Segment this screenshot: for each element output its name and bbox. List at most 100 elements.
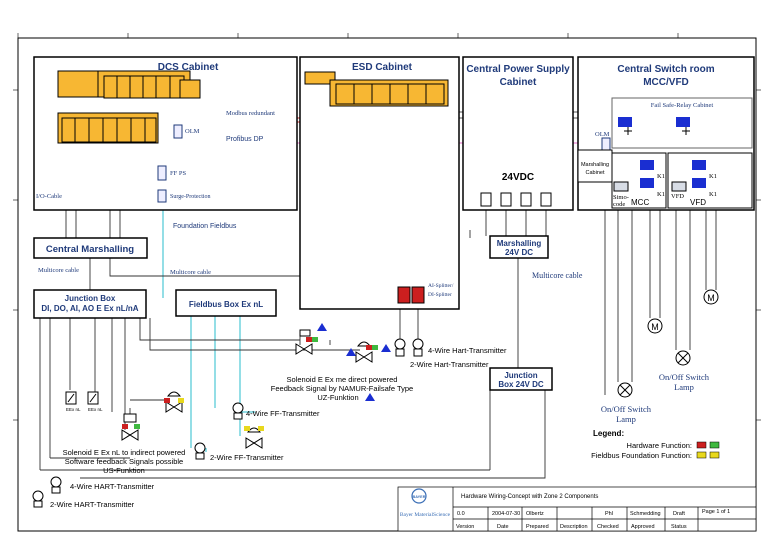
- legend-ff-yellow-1: [696, 451, 707, 459]
- k1-label-d: K1: [709, 191, 717, 198]
- solenoid-direct-label-1: Solenoid E Ex me direct powered: [287, 375, 398, 384]
- solenoid-valve-direct: [346, 341, 391, 363]
- vfd-label-2: VFD: [690, 198, 706, 207]
- hart-2wire-right: [394, 338, 406, 357]
- tb-h-approved: Approved: [631, 524, 655, 530]
- io-cable-label: I/O-Cable: [36, 193, 62, 200]
- central-marshalling-box: [33, 237, 148, 259]
- dcs-io-rack-top: [57, 70, 201, 99]
- simocode-label-2: code: [613, 201, 625, 208]
- legend-hardware-green: [709, 441, 720, 449]
- lamp-symbol-1: [617, 382, 633, 398]
- ff-ps-label: FF PS: [170, 170, 186, 177]
- solenoid-valve-indirect-upper: [164, 391, 184, 413]
- failsafe-label: Fail Safe-Relay Cabinet: [651, 102, 714, 109]
- vfd-label-1: VFD: [671, 193, 684, 200]
- signal-lines: [39, 145, 547, 479]
- fieldbus-box-label: Fieldbus Box Ex nL: [189, 300, 263, 309]
- junction-box-io: [33, 289, 147, 319]
- lamp-right-label-2: Lamp: [674, 382, 694, 392]
- power-cabinet-title-1: Central Power Supply: [466, 64, 570, 75]
- k1-label-c: K1: [709, 173, 717, 180]
- solenoid-direct-label-2: Feedback Signal by NAMUR-Failsafe Type: [271, 384, 413, 393]
- multicore-cable-label-3: Multicore cable: [532, 271, 583, 280]
- splitter-module-2: [411, 286, 425, 304]
- olm-dcs-label: OLM: [185, 128, 200, 135]
- junction-box-io-label-1: Junction Box: [65, 294, 116, 303]
- hart-4wire-left: [50, 476, 62, 494]
- hart-4wire-left-label: 4-Wire HART-Transmitter: [70, 482, 155, 491]
- legend-ff-yellow-2: [709, 451, 720, 459]
- olm-dcs: [173, 124, 183, 139]
- k1-label-b: K1: [657, 191, 665, 198]
- tb-page: Page 1 of 1: [702, 509, 730, 515]
- surge-label: Surge-Protection: [170, 194, 211, 200]
- multicore-cable-label-2: Multicore cable: [170, 269, 211, 276]
- vdc-label: 24VDC: [502, 172, 534, 183]
- power-cabinet-title-2: Cabinet: [500, 77, 537, 88]
- failsafe-relay-cabinet: [611, 97, 753, 149]
- ai-splitter-label: AI-Splitter/: [428, 283, 454, 289]
- surge-protection: [157, 189, 167, 203]
- junction-box-24vdc: [489, 367, 553, 391]
- tb-checked: Phl: [605, 511, 613, 517]
- ff-4wire-label: 4-Wire FF-Transmitter: [246, 409, 320, 418]
- ff-valve: [244, 426, 264, 449]
- foundation-fieldbus-label: Foundation Fieldbus: [173, 223, 237, 230]
- solenoid-direct-label-3: UZ-Funktion: [317, 393, 358, 402]
- tb-h-status: Status: [671, 524, 687, 530]
- hart-4wire-right: [412, 338, 424, 357]
- ff-2wire-label: 2-Wire FF-Transmitter: [210, 453, 284, 462]
- motor-symbol-1: M: [647, 318, 663, 334]
- marshalling-cabinet-label-1: Marshalling: [581, 162, 609, 168]
- solenoid-valve-esd: [295, 323, 327, 355]
- solenoid-indirect-label-2: Software feedback Signals possible: [65, 457, 183, 466]
- simocode-label-1: Simo-: [613, 194, 629, 201]
- drawing-title: Hardware Wiring-Concept with Zone 2 Comp…: [461, 494, 598, 500]
- hart-2wire-left: [32, 490, 44, 508]
- eexnl-label-1: EEx nL: [66, 407, 81, 412]
- esd-cabinet-title: ESD Cabinet: [352, 62, 413, 73]
- central-marshalling-label: Central Marshalling: [46, 244, 134, 255]
- marshalling-24vdc-label-1: Marshalling: [497, 239, 542, 248]
- mcc-label: MCC: [631, 198, 649, 207]
- hart-2wire-right-label: 2-Wire Hart-Transmitter: [410, 360, 489, 369]
- vfd-cabinet: [667, 152, 753, 209]
- junction-box-24vdc-label-1: Junction: [504, 371, 537, 380]
- tb-date: 2004-07-30: [492, 511, 520, 517]
- motor-1-label: M: [651, 322, 659, 332]
- hart-2wire-left-label: 2-Wire HART-Transmitter: [50, 500, 135, 509]
- ff-4wire-transmitter: [232, 402, 244, 420]
- power-terminals: [480, 192, 552, 207]
- modbus-label: Modbus redundant: [226, 110, 275, 117]
- solenoid-indirect-label-1: Solenoid E Ex nL to indirect powered: [63, 448, 186, 457]
- multicore-cable-label-1: Multicore cable: [38, 267, 79, 274]
- switch-room-title-1: Central Switch room: [617, 64, 714, 75]
- title-block: [397, 486, 757, 532]
- simocode-module: [613, 181, 629, 192]
- bayer-logo-text: BAYER: [413, 495, 426, 499]
- switch-room-title-2: MCC/VFD: [643, 77, 689, 88]
- tb-h-prepared: Prepared: [526, 524, 549, 530]
- k1-label-a: K1: [657, 173, 665, 180]
- lamp-right-label-1: On/Off Switch: [659, 372, 710, 382]
- eexnl-switch-2: [87, 391, 99, 405]
- junction-box-24vdc-label-2: Box 24V DC: [498, 380, 544, 389]
- marshalling-24vdc-label-2: 24V DC: [505, 248, 533, 257]
- fieldbus-box: [175, 289, 277, 317]
- tb-h-date: Date: [497, 524, 509, 530]
- legend-hardware-label: Hardware Function:: [627, 441, 692, 450]
- relay-k-lower: [640, 160, 706, 188]
- vfd-module: [671, 181, 687, 192]
- tb-h-checked: Checked: [597, 524, 619, 530]
- tb-status: Draft: [673, 511, 685, 517]
- relay-k-upper: [618, 117, 690, 135]
- switch-room-field-lines: [604, 208, 717, 395]
- di-splitter-label: DI-Splitter: [428, 292, 452, 298]
- tb-approved: Schmedding: [630, 511, 661, 517]
- olm-switch-room: [601, 137, 611, 151]
- marshalling-cabinet-label-2: Cabinet: [586, 170, 605, 176]
- marshalling-24vdc-box: [489, 235, 549, 259]
- solenoid-indirect-label-3: US-Funktion: [103, 466, 145, 475]
